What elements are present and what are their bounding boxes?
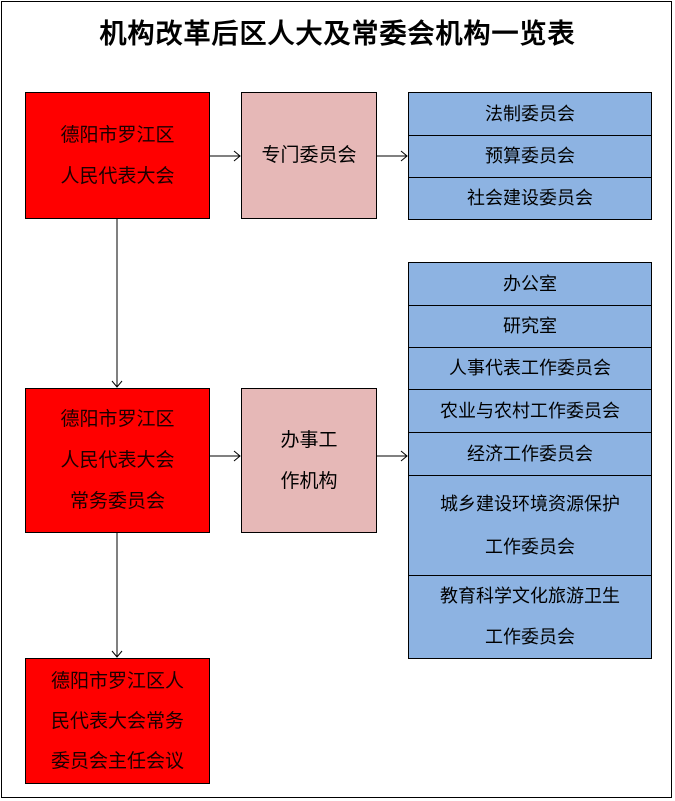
special-committee-box: 专门委员会 <box>241 92 377 219</box>
working-body-item: 办公室 <box>408 262 652 306</box>
arrow-head <box>111 380 123 388</box>
arrow-head <box>400 150 408 162</box>
working-body-item: 教育科学文化旅游卫生 工作委员会 <box>408 575 652 659</box>
arrow-head <box>400 450 408 462</box>
working-body-item: 城乡建设环境资源保护 工作委员会 <box>408 475 652 576</box>
director-meeting-box: 德阳市罗江区人 民代表大会常务 委员会主任会议 <box>25 658 210 784</box>
arrow-head <box>233 450 241 462</box>
working-body-item: 人事代表工作委员会 <box>408 347 652 390</box>
special-committee-item: 预算委员会 <box>408 135 652 178</box>
working-body-item: 经济工作委员会 <box>408 432 652 476</box>
working-bodies-box: 办事工 作机构 <box>241 388 377 533</box>
arrow-head <box>111 650 123 658</box>
special-committee-item: 社会建设委员会 <box>408 177 652 220</box>
page-title: 机构改革后区人大及常委会机构一览表 <box>99 19 576 50</box>
people-congress-box: 德阳市罗江区 人民代表大会 <box>25 92 210 219</box>
special-committee-item: 法制委员会 <box>408 92 652 136</box>
standing-committee-box: 德阳市罗江区 人民代表大会 常务委员会 <box>25 388 210 533</box>
arrow-head <box>233 150 241 162</box>
